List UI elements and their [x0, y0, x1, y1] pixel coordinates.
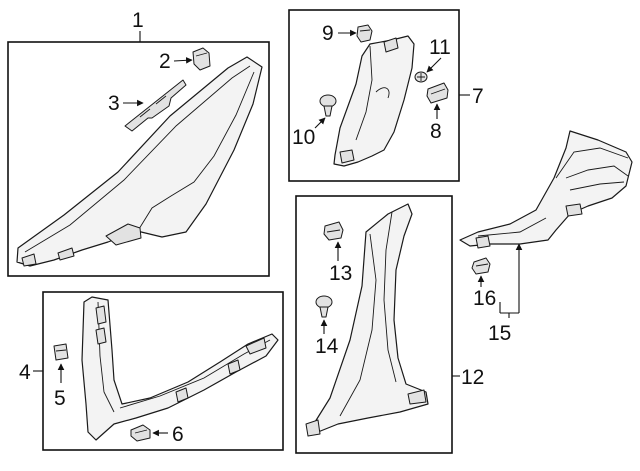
part-11-screw [414, 71, 428, 83]
callout-14: 14 [315, 335, 339, 358]
callout-16: 16 [473, 287, 496, 310]
part-4-sill-plate [81, 296, 279, 441]
callout-7: 7 [472, 85, 484, 108]
panel-7-upper-b-pillar: 7 9 11 8 10 [288, 9, 484, 182]
callout-5: 5 [54, 387, 66, 410]
panel-1-a-pillar: 1 2 3 [7, 9, 270, 277]
callout-11: 11 [429, 36, 451, 59]
part-15-quarter-trim [459, 130, 633, 249]
leader-10 [314, 117, 326, 129]
part-6-nut [130, 424, 151, 442]
panel-12-lower-b-pillar: 12 13 14 [295, 195, 484, 454]
panel-12-frame [295, 195, 453, 454]
part-1-pillar-garnish [16, 56, 263, 267]
part-16-clip [471, 257, 491, 275]
callout-3: 3 [108, 92, 120, 115]
leader-2 [173, 57, 193, 64]
callout-6: 6 [172, 423, 184, 446]
callout-9: 9 [322, 22, 334, 45]
callout-15: 15 [488, 322, 511, 345]
part-8-cover-cap [426, 82, 449, 104]
callout-1: 1 [132, 9, 144, 32]
callout-10: 10 [292, 126, 315, 149]
part-12-lower-trim [305, 203, 429, 437]
panel-4-frame [42, 291, 284, 451]
callout-4: 4 [19, 361, 31, 384]
panel-1-frame [7, 41, 270, 277]
part-7-upper-trim [333, 35, 415, 167]
leader-11 [426, 57, 442, 73]
callout-12: 12 [461, 366, 484, 389]
callout-2: 2 [159, 50, 171, 73]
leader-15-bracket [499, 243, 523, 318]
callout-13: 13 [329, 262, 352, 285]
part-2-clip [192, 47, 211, 71]
part-9-clip [356, 24, 373, 43]
part-10-push-clip [319, 94, 337, 117]
part-5-clip [53, 343, 69, 361]
part-13-clip [323, 221, 344, 241]
part-14-push-clip [315, 295, 333, 318]
callout-8: 8 [430, 120, 442, 143]
panel-4-sill-trim: 4 5 6 [19, 291, 284, 451]
part-3-bracket [124, 79, 187, 132]
